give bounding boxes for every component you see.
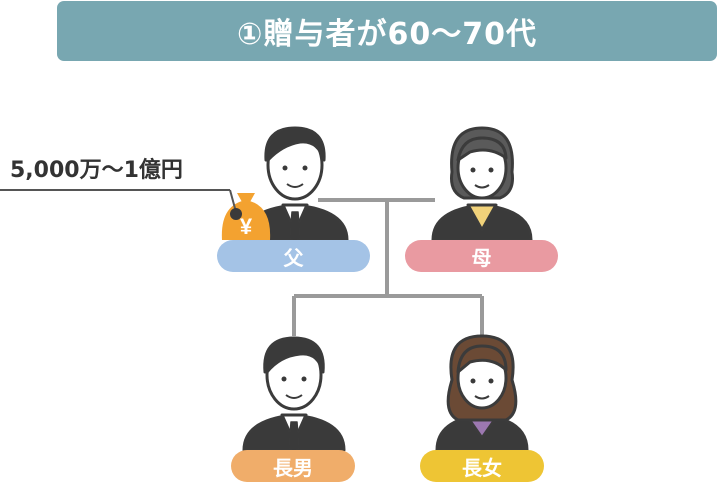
mother-avatar [431, 126, 533, 242]
page-title: ①贈与者が60〜70代 [237, 17, 537, 52]
tree-connectors [292, 198, 484, 336]
son-label: 長男 [231, 450, 355, 482]
title-banner: ①贈与者が60〜70代 [57, 1, 717, 61]
gift-amount-label: 5,000万〜1億円 [10, 158, 183, 183]
son-avatar [242, 336, 346, 453]
yen-symbol: ¥ [240, 214, 253, 239]
gift-amount-leader-line [0, 189, 230, 191]
daughter-avatar [435, 334, 529, 452]
father-label: 父 [217, 240, 370, 272]
money-bag-icon: ¥ [221, 193, 271, 240]
mother-label: 母 [405, 240, 558, 272]
daughter-label: 長女 [420, 450, 544, 482]
